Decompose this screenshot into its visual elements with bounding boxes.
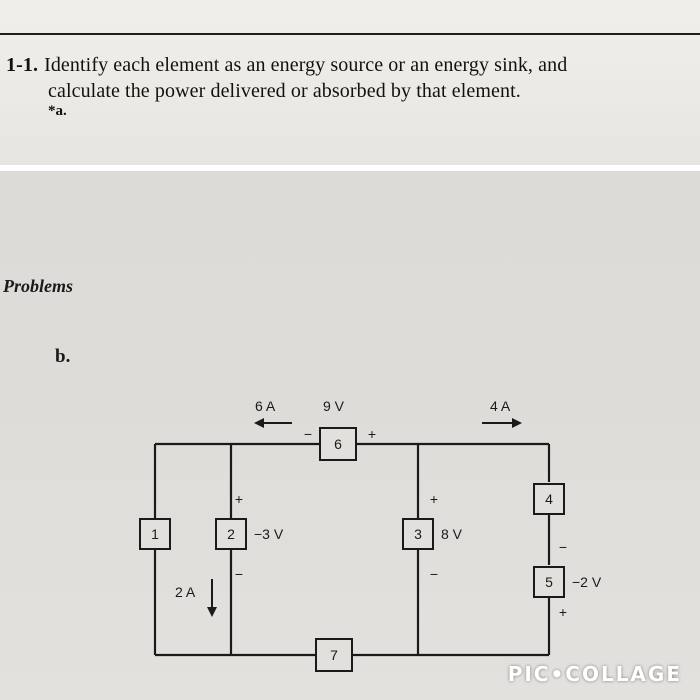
current-4a-label: 4 A <box>490 398 511 414</box>
element-2-label: 2 <box>227 526 235 542</box>
part-b-label: b. <box>55 346 71 367</box>
element-4-minus: − <box>559 539 567 555</box>
element-3-voltage: 8 V <box>441 526 463 542</box>
arrow-down-icon <box>207 579 217 617</box>
problem-line-1: Identify each element as an energy sourc… <box>44 54 568 76</box>
element-3-label: 3 <box>414 526 422 542</box>
circuit-diagram-photo: Problems b. <box>0 171 700 700</box>
element-6-label: 6 <box>334 436 342 452</box>
element-3-minus: − <box>430 566 438 582</box>
problem-line-2: calculate the power delivered or absorbe… <box>48 80 521 102</box>
element-3-box <box>402 518 434 550</box>
part-a-label: *a. <box>48 103 67 119</box>
current-2a-label: 2 A <box>175 584 196 600</box>
circuit-wires <box>153 442 551 657</box>
circuit-diagram: 1 2 3 4 5 6 7 − + + − + − − + 6 A <box>139 398 602 672</box>
element-5-label: 5 <box>545 574 553 590</box>
pic-collage-watermark: PIC•COLLAGE <box>507 662 682 686</box>
problem-number: 1-1. <box>6 54 39 76</box>
element-1-box <box>139 518 171 550</box>
element-6-plus: + <box>368 426 376 442</box>
element-5-plus: + <box>559 604 567 620</box>
arrow-right-icon <box>482 418 522 428</box>
element-4-label: 4 <box>545 491 553 507</box>
element-2-plus: + <box>235 491 243 507</box>
problem-text-line-1: 1-1.Identify each element as an energy s… <box>6 54 567 77</box>
element-1-label: 1 <box>151 526 159 542</box>
element-7-box <box>315 638 353 672</box>
arrow-left-icon <box>254 418 292 428</box>
element-5-box <box>533 566 565 598</box>
element-3-plus: + <box>430 491 438 507</box>
photo-separator <box>0 165 700 171</box>
problem-statement-photo: 1-1.Identify each element as an energy s… <box>0 0 700 165</box>
element-2-minus: − <box>235 566 243 582</box>
current-6a-label: 6 A <box>255 398 276 414</box>
element-6-box <box>319 427 357 461</box>
voltage-9v-label: 9 V <box>323 398 345 414</box>
element-6-minus: − <box>304 426 312 442</box>
element-5-voltage: −2 V <box>572 574 602 590</box>
element-7-label: 7 <box>330 647 338 663</box>
element-2-voltage: −3 V <box>254 526 284 542</box>
element-4-box <box>533 483 565 515</box>
element-2-box <box>215 518 247 550</box>
horizontal-rule <box>0 33 700 35</box>
problems-heading: Problems <box>3 276 73 296</box>
